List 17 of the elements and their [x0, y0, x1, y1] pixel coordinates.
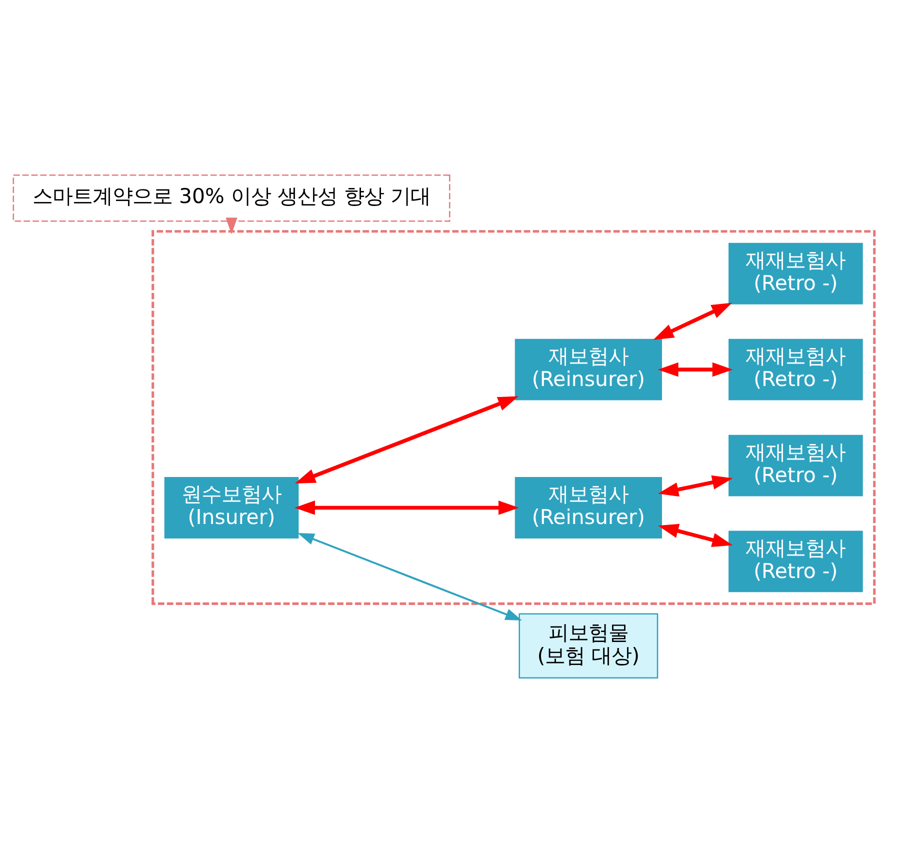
node-box: 재보험사 (Reinsurer) — [512, 336, 665, 403]
arrow — [294, 396, 519, 484]
node-box: 원수보험사 (Insurer) — [162, 474, 302, 541]
node-box: 재재보험사 (Retro -) — [726, 528, 866, 595]
arrow — [658, 475, 733, 497]
node-box: 재재보험사 (Retro -) — [726, 432, 866, 499]
node-box: 피보험물 (보험 대상) — [518, 613, 658, 679]
node-box: 재재보험사 (Retro -) — [726, 240, 866, 307]
arrow — [653, 302, 732, 340]
arrow — [658, 524, 733, 547]
cluster — [152, 230, 876, 605]
node-box: 재보험사 (Reinsurer) — [512, 474, 665, 541]
arrow — [226, 218, 238, 234]
arrow — [294, 500, 519, 515]
arrow — [658, 362, 733, 377]
arrow — [298, 533, 522, 620]
node-box: 재재보험사 (Retro -) — [726, 336, 866, 403]
